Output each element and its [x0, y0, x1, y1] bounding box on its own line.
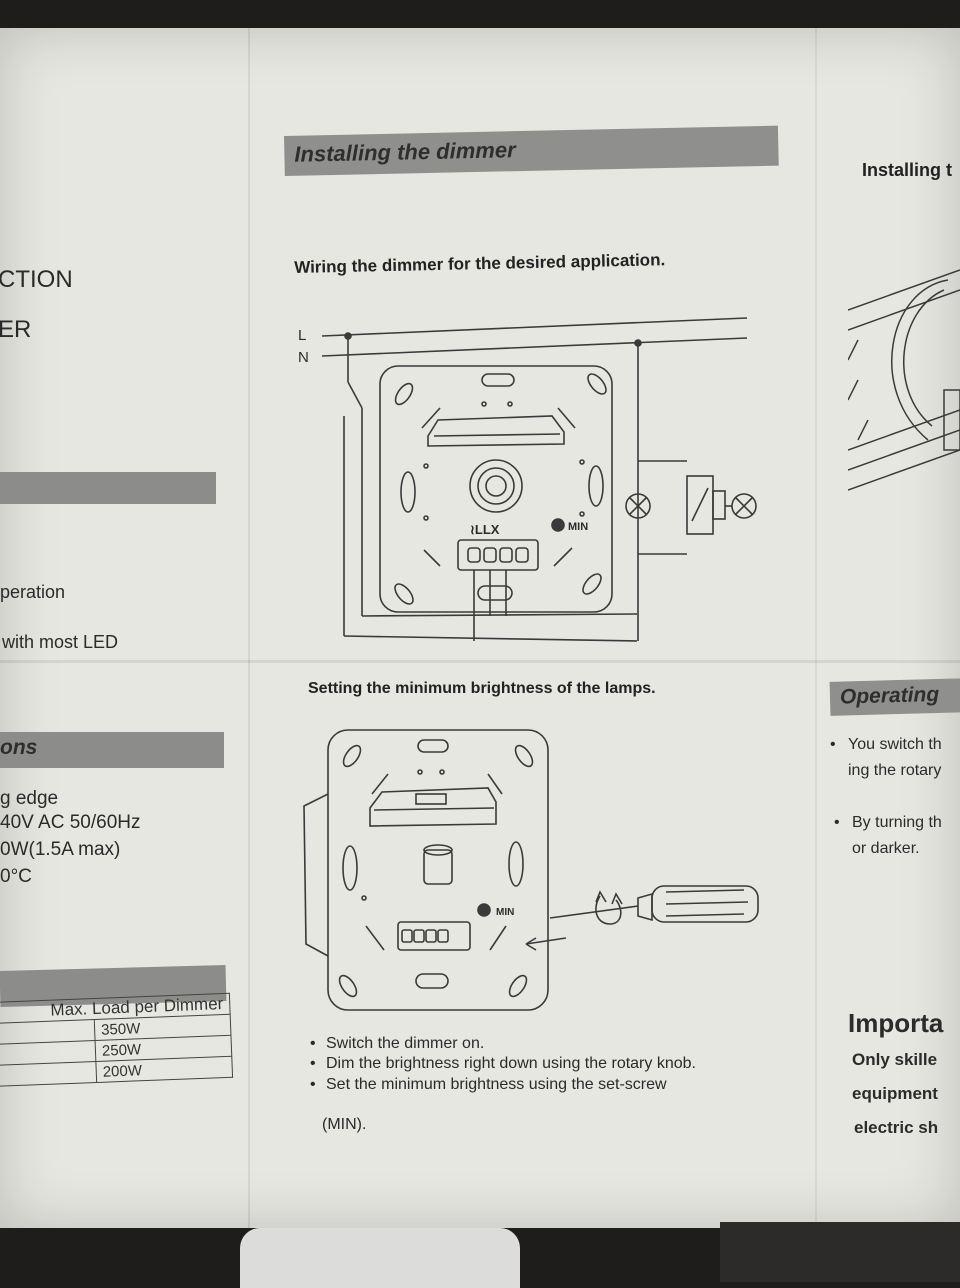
spec-3: 0W(1.5A max)	[0, 839, 121, 860]
important-title: Importa	[848, 1008, 944, 1038]
terminal-label: ≀LLX	[470, 522, 500, 537]
label-n: N	[298, 349, 309, 366]
wiring-diagram: ≀LLX MIN L N	[298, 317, 757, 642]
min-label: MIN	[568, 521, 588, 533]
load-table: Max. Load per Dimmer 350W 250W 200W	[0, 993, 233, 1087]
table-cell: 200W	[95, 1056, 233, 1083]
left-text-operation: peration	[0, 582, 66, 602]
list-item: Switch the dimmer on.	[310, 1034, 696, 1055]
right-bullet-1a: You switch th	[848, 736, 942, 753]
setting-diagram: MIN	[303, 729, 759, 1011]
setting-bullet-continuation: (MIN).	[322, 1116, 367, 1133]
spec-2: 40V AC 50/60Hz	[0, 812, 141, 833]
device-box-bottom	[240, 1228, 520, 1288]
important-line-1: Only skille	[852, 1050, 938, 1069]
right-bullet-2b: or darker.	[852, 840, 920, 857]
left-section-fragment: ons	[0, 736, 38, 759]
setting-min-label: MIN	[496, 907, 514, 918]
right-title-fragment: Installing t	[862, 160, 952, 180]
left-title-fragment-1: CTION	[0, 266, 73, 293]
important-line-2: equipment	[852, 1084, 938, 1103]
right-bullet-dot-1: •	[830, 736, 836, 753]
paper-fold-vertical-right	[815, 28, 817, 1228]
instruction-sheet	[0, 28, 960, 1228]
left-text-led: with most LED	[2, 632, 119, 652]
spec-4: 0°C	[0, 866, 32, 887]
dark-box-bottom	[720, 1222, 960, 1282]
right-bullet-2a: By turning th	[852, 814, 942, 831]
paper-fold-vertical	[248, 28, 250, 1228]
section-title: Installing the dimmer	[294, 137, 516, 167]
installation-illustration	[848, 269, 960, 491]
right-bullet-dot-2: •	[834, 814, 840, 831]
list-item: Dim the brightness right down using the …	[310, 1054, 696, 1075]
important-line-3: electric sh	[854, 1118, 939, 1137]
paper-fold-horizontal	[0, 660, 960, 663]
right-section-bar: Operating	[829, 678, 960, 716]
spec-1: g edge	[0, 788, 59, 809]
setting-title: Setting the minimum brightness of the la…	[308, 680, 656, 697]
label-l: L	[298, 327, 306, 344]
left-section-bar-2: ons	[0, 732, 224, 768]
right-section-fragment: Operating	[839, 682, 940, 709]
list-item: Set the minimum brightness using the set…	[310, 1075, 696, 1096]
right-bullet-1b: ing the rotary	[848, 762, 942, 779]
left-title-fragment-2: ER	[0, 316, 32, 343]
left-section-bar-1	[0, 472, 216, 504]
setting-bullets: Switch the dimmer on. Dim the brightness…	[306, 1034, 696, 1096]
